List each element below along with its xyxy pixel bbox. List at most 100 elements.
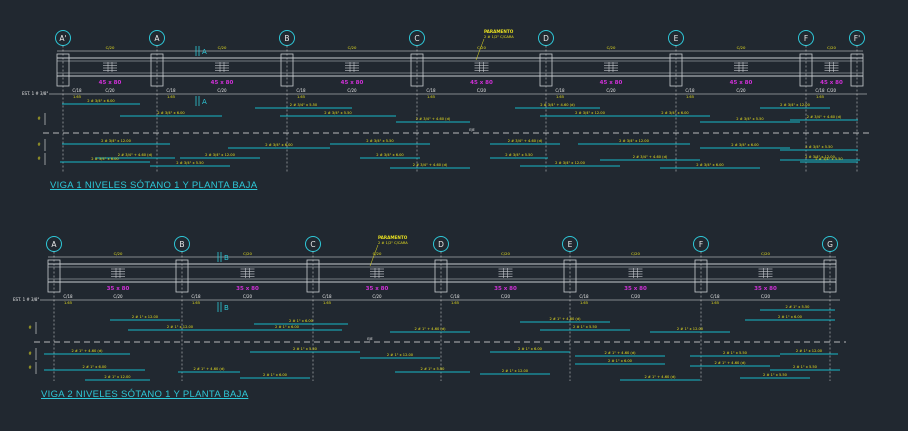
viga2-note: PARAMENTO: [378, 235, 408, 240]
viga1-spacing-label: C/20: [827, 88, 837, 93]
viga1-axis-label: B: [284, 34, 289, 43]
viga1-rebar-label: 2 # 3/4" x 12.00: [780, 103, 810, 107]
viga2-side-bracket-label: #: [28, 351, 32, 356]
viga2-spacing-length: 1.65: [580, 301, 588, 305]
viga1-rebar-label: 2 # 3/4" x 5.50: [290, 103, 318, 107]
viga1-column: [669, 53, 683, 87]
viga1-section-tag: 45 x 80: [600, 80, 623, 86]
viga1-spacing-length: 1.65: [427, 95, 435, 99]
viga2-axis-label: C: [310, 240, 315, 249]
viga1-spacing-length: 1.65: [73, 95, 81, 99]
viga2-side-bracket-label: #: [28, 365, 32, 370]
viga2-rebar-label: 2 # 1" x 12.00: [167, 325, 194, 329]
viga1-rebar-label: 2 # 3/4" x 12.00: [101, 139, 131, 143]
viga2-rebar-label: 2 # 1" x 5.50: [786, 305, 811, 309]
viga1-rebar-label: 2 # 3/4" x 6.00: [731, 143, 759, 147]
viga2-axis-label: F: [699, 240, 703, 249]
viga1-spacing-label: C/20: [477, 88, 487, 93]
viga1-rebar-label: 2 # 3/4" x 5.50: [366, 139, 394, 143]
viga2-section-tag: 35 x 80: [366, 286, 389, 292]
viga2-rebar-label: 2 # 1" x 6.00: [778, 315, 803, 319]
viga2-note-detail: 2 # 1/2" C/CARA: [378, 241, 408, 245]
viga1-column: [850, 53, 864, 87]
viga2-divider-label: EJE: [367, 337, 373, 341]
viga2-span-dim: C/20: [243, 251, 252, 256]
viga2-spacing-length: 1.65: [711, 301, 719, 305]
viga2-rebar-label: 2 # 1" + 4.60 (d): [644, 375, 676, 379]
viga2-rebar-label: 2 # 1" x 5.50: [421, 367, 446, 371]
viga1-section-tag: 45 x 80: [211, 80, 234, 86]
viga2-rebar-label: 2 # 1" x 6.00: [263, 373, 288, 377]
viga1-stirrup-label: EST. 1 # 3/8": [22, 91, 48, 96]
viga2-span-dim: C/20: [631, 251, 640, 256]
viga2-side-bracket-label: #: [28, 325, 32, 330]
viga2-section-tag: 35 x 80: [624, 286, 647, 292]
viga1-span-dim: C/20: [348, 45, 357, 50]
viga1-span-dim: C/20: [477, 45, 486, 50]
viga1-spacing-length: 1.65: [167, 95, 175, 99]
viga2-axis-label: G: [827, 240, 833, 249]
viga2-section-tag: 35 x 80: [754, 286, 777, 292]
viga2-spacing-label: C/18: [322, 294, 332, 299]
viga2-rebar-label: 2 # 1" x 5.50: [573, 325, 598, 329]
viga2-rebar-label: 2 # 1" + 4.60 (d): [414, 327, 446, 331]
viga1-column: [539, 53, 553, 87]
viga1-axis-label: A': [59, 34, 66, 43]
viga1-spacing-label: C/18: [815, 88, 825, 93]
viga2-rebar-label: 2 # 1" x 6.00: [518, 347, 543, 351]
viga2-span-dim: C/20: [114, 251, 123, 256]
viga1-rebar-label: 2 # 3/4" + 4.60 (d): [633, 155, 668, 159]
viga2-caption: VIGA 2 NIVELES SÓTANO 1 Y PLANTA BAJA: [41, 389, 249, 400]
viga1-spacing-label: C/18: [72, 88, 82, 93]
viga2-column: [47, 259, 61, 293]
viga1-rebar-label: 2 # 3/4" x 5.50: [736, 117, 764, 121]
viga2-spacing-label: C/18: [63, 294, 73, 299]
viga1-span-dim: C/20: [737, 45, 746, 50]
viga2-stirrup-label: EST. 1 # 3/8": [13, 297, 39, 302]
viga1-rebar-label: 2 # 3/4" x 5.50: [324, 111, 352, 115]
viga2-rebar-label: 2 # 1" x 12.00: [387, 353, 414, 357]
viga2-rebar-label: 2 # 1" x 5.50: [723, 351, 748, 355]
viga1-span-dim: C/20: [607, 45, 616, 50]
viga1-side-bracket-label: #: [37, 116, 41, 121]
viga1-spacing-label: C/18: [166, 88, 176, 93]
viga1-spacing-length: 1.65: [686, 95, 694, 99]
viga1-section-tag: 45 x 80: [99, 80, 122, 86]
viga1-axis-label: D: [543, 34, 549, 43]
viga1-rebar-label: 2 # 3/4" + 4.60 (d): [540, 103, 575, 107]
viga1-rebar-label: 2 # 3/4" x 6.00: [265, 143, 293, 147]
viga2-section-mark-label: B: [224, 254, 229, 262]
viga2-axis-label: B: [179, 240, 184, 249]
viga1-divider-label: EJE: [469, 128, 475, 132]
viga1-spacing-label: C/20: [217, 88, 227, 93]
viga2-spacing-length: 1.65: [451, 301, 459, 305]
viga1-axis-label: C: [414, 34, 419, 43]
viga1-rebar-label: 2 # 3/4" x 12.00: [555, 161, 585, 165]
viga2-column: [823, 259, 837, 293]
viga2-column: [434, 259, 448, 293]
viga2-rebar-label: 2 # 1" x 12.00: [104, 375, 131, 379]
viga1-spacing-label: C/20: [347, 88, 357, 93]
viga1-rebar-label: 2 # 3/4" + 4.60 (d): [416, 117, 451, 121]
viga2-rebar-label: 2 # 1" x 6.00: [275, 325, 300, 329]
viga2-axis-label: E: [568, 240, 573, 249]
viga2-spacing-label: C/18: [450, 294, 460, 299]
viga1-rebar-label: 2 # 3/4" x 6.00: [91, 157, 119, 161]
viga2-rebar-label: 2 # 1" x 12.00: [796, 349, 823, 353]
viga2-rebar-label: 2 # 1" x 12.00: [132, 315, 159, 319]
viga1-spacing-label: C/18: [426, 88, 436, 93]
viga2-rebar-label: 2 # 1" + 4.60 (d): [604, 351, 636, 355]
viga2-rebar-label: 2 # 1" x 5.50: [763, 373, 788, 377]
viga1-note-leader: [475, 38, 485, 61]
viga2-spacing-length: 1.65: [192, 301, 200, 305]
viga1-column: [56, 53, 70, 87]
viga1-rebar-label: 2 # 3/4" x 6.00: [376, 153, 404, 157]
viga2-span-dim: C/20: [501, 251, 510, 256]
viga1-column: [280, 53, 294, 87]
viga1-rebar-label: 2 # 3/4" x 12.00: [619, 139, 649, 143]
viga1-span-dim: C/20: [106, 45, 115, 50]
viga1-column: [410, 53, 424, 87]
viga1-section-tag: 45 x 80: [341, 80, 364, 86]
viga1-section-tag: 45 x 80: [470, 80, 493, 86]
